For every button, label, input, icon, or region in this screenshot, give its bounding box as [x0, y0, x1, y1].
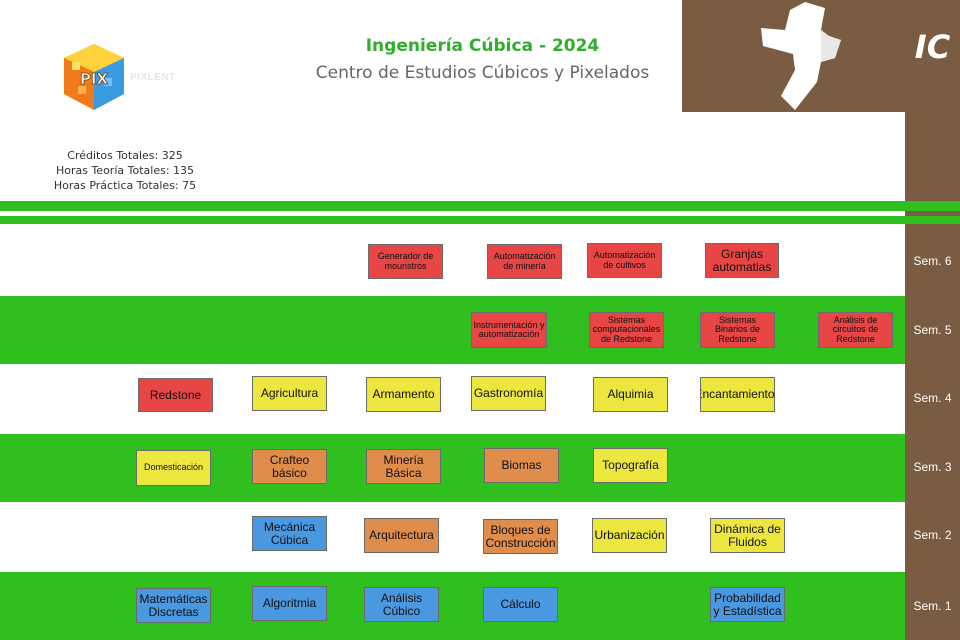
theory-hours-total: Horas Teoría Totales: 135: [55, 164, 195, 177]
sem-label-1: Sem. 1: [905, 572, 960, 640]
course-mecanica-cubica[interactable]: Mecánica Cúbica: [252, 516, 327, 551]
cube-logo-icon: PIX: [64, 44, 124, 110]
course-urbanizacion[interactable]: Urbanización: [592, 518, 667, 553]
badge-ic: IC: [914, 28, 951, 66]
course-matematicas-discretas[interactable]: Matemáticas Discretas: [136, 588, 211, 623]
page-title: Ingeniería Cúbica - 2024: [365, 36, 600, 56]
course-analisis-cubico[interactable]: Análisis Cúbico: [364, 587, 439, 622]
credits-total: Créditos Totales: 325: [67, 149, 183, 162]
course-arquitectura[interactable]: Arquitectura: [364, 518, 439, 553]
course-gastronomia[interactable]: Gastronomía: [471, 376, 546, 411]
cube-character-icon: [761, 2, 841, 110]
course-domesticacion[interactable]: Domesticación: [136, 450, 211, 486]
course-bloques-construccion[interactable]: Bloques de Construcción: [483, 519, 558, 554]
logo-text: PIXLENT: [130, 72, 176, 83]
course-probabilidad-estadistica[interactable]: Probabilidad y Estadística: [710, 587, 785, 622]
course-sistemas-computacionales-redstone[interactable]: Sistemas computacionales de Redstone: [589, 312, 664, 348]
course-sistemas-binarios-redstone[interactable]: Sistemas Binarios de Redstone: [700, 312, 775, 348]
sem-label-2: Sem. 2: [905, 502, 960, 568]
course-calculo[interactable]: Cálculo: [483, 587, 558, 622]
course-armamento[interactable]: Armamento: [366, 377, 441, 412]
sem-label-3: Sem. 3: [905, 434, 960, 500]
course-topografia[interactable]: Topografía: [593, 448, 668, 483]
course-algoritmia[interactable]: Algoritmia: [252, 586, 327, 621]
stats-block: Créditos Totales: 325 Horas Teoría Total…: [40, 148, 210, 193]
course-dinamica-fluidos[interactable]: Dinámica de Fluidos: [710, 518, 785, 553]
course-redstone[interactable]: Redstone: [138, 378, 213, 412]
practice-hours-total: Horas Práctica Totales: 75: [53, 179, 197, 192]
sem-label-6: Sem. 6: [905, 228, 960, 294]
svg-text:PIX: PIX: [80, 70, 109, 88]
course-automatizacion-cultivos[interactable]: Automatización de cultivos: [587, 243, 662, 278]
divider-stripe-bottom: [0, 216, 960, 224]
course-generador-mounstros[interactable]: Generador de mounstros: [368, 244, 443, 279]
course-crafteo-basico[interactable]: Crafteo básico: [252, 449, 327, 484]
course-biomas[interactable]: Biomas: [484, 448, 559, 483]
course-encantamientos[interactable]: Encantamientos: [700, 377, 775, 412]
course-instrumentacion-automatizacion[interactable]: Instrumentación y automatización: [471, 312, 547, 348]
sem-label-5: Sem. 5: [905, 296, 960, 364]
course-agricultura[interactable]: Agricultura: [252, 376, 327, 411]
sem-label-4: Sem. 4: [905, 364, 960, 432]
course-automatizacion-mineria[interactable]: Automatización de minería: [487, 244, 562, 279]
course-alquimia[interactable]: Alquimia: [593, 377, 668, 412]
course-analisis-circuitos-redstone[interactable]: Análisis de circuitos de Redstone: [818, 312, 893, 348]
divider-stripe-top: [0, 201, 960, 211]
course-granjas-automatias[interactable]: Granjas automatias: [705, 243, 779, 278]
page-subtitle: Centro de Estudios Cúbicos y Pixelados: [315, 63, 650, 83]
course-mineria-basica[interactable]: Minería Básica: [366, 449, 441, 484]
